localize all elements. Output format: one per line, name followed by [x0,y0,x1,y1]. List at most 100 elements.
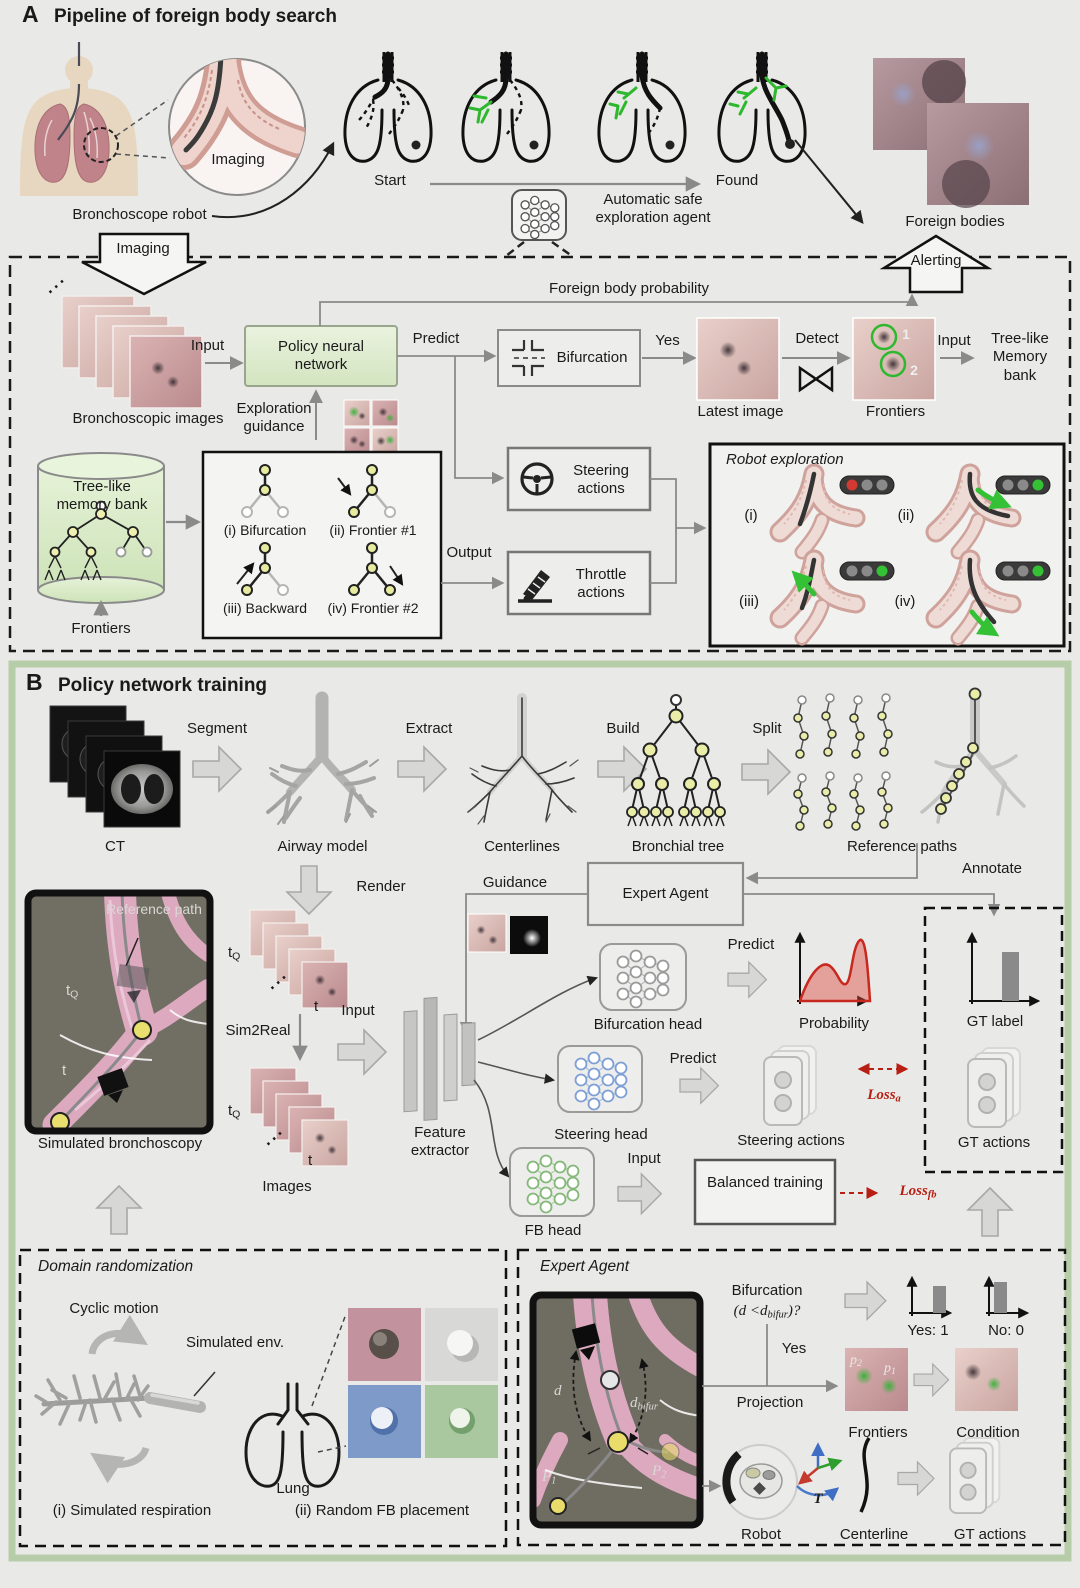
t-label-stack2: t [308,1152,313,1169]
random-fb-label: (ii) Random FB placement [294,1502,470,1519]
bif-question-line2: (d <dbifur)? [733,1303,801,1321]
no0-chart [983,1275,1030,1319]
re-label-iv: (iv) [894,593,916,610]
yes1-chart [906,1275,953,1319]
extract-label: Extract [405,720,453,737]
reference-paths-chains [793,687,1026,831]
alerting-label: Alerting [910,252,962,269]
condition-image [955,1348,1018,1411]
imaging-flow-label: Imaging [116,240,170,257]
gt-actions-cards-bottom [949,1437,1001,1515]
expert-agent-dashed-box [516,1248,1067,1547]
throttle-actions-label: Throttle actions [575,566,627,602]
bifurcation-head-label: Bifurcation head [593,1016,703,1033]
yes-label-a: Yes [655,332,680,349]
expert-agent-box-label: Expert Agent [622,885,709,902]
domain-randomization-box [18,1248,508,1548]
feedback-up-arrow-left [96,1185,142,1235]
lungs-step2 [461,50,551,163]
bifurcation-box-label: Bifurcation [556,349,628,366]
domain-randomization-title: Domain randomization [38,1258,194,1275]
option-label-ii: (ii) Frontier #1 [329,522,417,538]
option-tree-backward [236,542,289,596]
balanced-training-box [693,1158,837,1226]
real-image-stack [249,1067,349,1167]
line-actions-merge [650,478,704,584]
condition-label: Condition [956,1424,1020,1441]
bronchial-tree-label: Bronchial tree [631,838,725,855]
simulated-env-leader [193,1371,216,1397]
memory-cylinder-label: Tree-like memory bank [56,478,148,514]
lung-grid-leaders [311,1313,347,1453]
guidance-pair [467,913,548,954]
panel-a-tag: A [22,1,39,27]
expert-agent-title-bottom: Expert Agent [540,1258,630,1275]
gt-actions-label-bottom: GT actions [953,1526,1027,1543]
tq-label-stack2: tQ [228,1102,241,1121]
t-label-stack1: t [314,998,319,1015]
memory-bank-cylinder [37,452,165,604]
input-balanced-label: Input [627,1150,661,1167]
frontier-marker-2: 2 [910,362,918,378]
probability-chart [794,931,872,1007]
exploration-agent-icon [505,189,573,258]
yes1-label: Yes: 1 [907,1322,949,1339]
simulated-env-label: Simulated env. [185,1334,285,1351]
gt-dashed-box [923,906,1064,1174]
latest-image [696,317,780,401]
T-label: T [813,1491,823,1507]
traffic-light-iv [995,561,1051,581]
yes-label-b: Yes [781,1340,807,1357]
line-annotate [743,893,1001,917]
re-label-iii: (iii) [739,593,759,610]
simulated-bronchoscopy-image [24,889,214,1135]
projection-label: Projection [736,1394,804,1411]
frontiers-label-bottom: Frontiers [848,1424,908,1441]
frontiers-projection-image [845,1348,908,1411]
images-label: Images [262,1178,312,1195]
option-tree-frontier2 [348,542,404,596]
line-refpaths-expert [745,843,918,885]
bronchoscopic-images-label: Bronchoscopic images [72,410,224,427]
panel-b-title: Policy network training [58,675,268,696]
imaging-block-arrow [81,232,207,296]
fb-probability-label: Foreign body probability [548,280,710,297]
split-label: Split [752,720,782,737]
arrow-found-to-fb [794,139,864,225]
d-bifur-label: dbifur [630,1395,658,1413]
no0-label: No: 0 [988,1322,1024,1339]
frontiers-image [852,317,936,401]
bifurcation-box [497,329,641,387]
bif-question-arrow [844,1281,887,1321]
detect-label: Detect [795,330,839,347]
guidance-thumbnails [343,399,399,455]
re-label-i: (i) [744,507,758,524]
arrow-feat-fbhead [473,1079,510,1178]
feature-extractor-label: Feature extractor [410,1124,470,1160]
gt-actions-arrow [897,1461,935,1496]
option-label-i: (i) Bifurcation [223,522,307,538]
frontiers-store-label: Frontiers [71,620,131,637]
gt-actions-cards [967,1047,1021,1128]
expert-agent-image [529,1291,704,1529]
bronchoscopic-image-stack [61,295,203,409]
arrow-robot-to-start [211,141,335,219]
loss-a-label: Lossa [867,1087,901,1105]
p1-label: p1 [884,1361,896,1378]
output-label: Output [446,544,492,561]
centerline-label: Centerline [839,1526,909,1543]
p2-label: p2 [850,1353,862,1370]
lungs-found [717,50,807,163]
line-predict-steering [454,356,505,485]
annotate-label: Annotate [961,860,1023,877]
centerline-curve [859,1437,871,1513]
centerlines-model [467,693,579,825]
lungs-start [343,50,433,163]
robot-exploration-title: Robot exploration [726,451,844,468]
balanced-training-label: Balanced training [707,1174,823,1191]
line-fb-probability [319,293,919,326]
build-label: Build [606,720,640,737]
foreign-bodies-label: Foreign bodies [905,213,1005,230]
